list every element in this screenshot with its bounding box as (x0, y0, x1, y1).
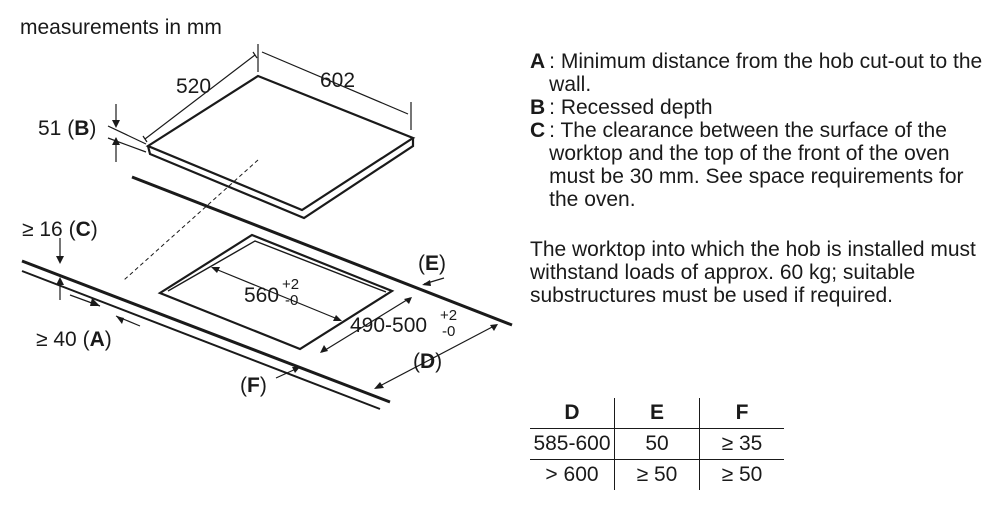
svg-text:(E): (E) (418, 252, 446, 275)
legend-item-b: B : Recessed depth (530, 96, 990, 119)
cutout-width-tol-plus: +2 (282, 276, 299, 293)
svg-text:(D): (D) (413, 350, 442, 373)
worktop (21, 159, 513, 410)
recess-letter: B (74, 117, 89, 140)
clearance-table: D E F 585-600 50 ≥ 35 > 600 ≥ 50 ≥ 50 (530, 398, 784, 490)
dimension-490-500: 490-500 +2 -0 (320, 297, 457, 353)
legend-text: : Minimum distance from the hob cut-out … (549, 50, 983, 96)
hob-illustration (145, 74, 416, 220)
worktop-front-edge (21, 259, 391, 404)
hob-top-surface (145, 74, 416, 212)
load-note: The worktop into which the hob is instal… (530, 238, 976, 307)
units-caption: measurements in mm (20, 16, 222, 39)
table-cell: ≥ 50 (699, 459, 784, 490)
label-f: F (247, 374, 260, 397)
svg-text:≥ 16 (C): ≥ 16 (C) (22, 218, 98, 241)
svg-text:560: 560 (244, 284, 279, 307)
worktop-front-lower-edge (21, 270, 381, 410)
legend-item-c: C : The clearance between the surface of… (530, 119, 990, 211)
legend-key: A (530, 50, 546, 73)
dimension-560: 560 +2 -0 (211, 267, 342, 321)
legend-key: B (530, 96, 546, 119)
dimension-recess: 51 (B) (38, 104, 147, 162)
table-header: E (614, 398, 700, 429)
svg-text:≥ 40 (A): ≥ 40 (A) (36, 328, 112, 351)
wall-letter: A (90, 328, 105, 351)
legend-text: : The clearance between the surface of t… (549, 119, 964, 211)
table-row: 585-600 50 ≥ 35 (530, 428, 784, 460)
svg-text:(F): (F) (240, 374, 267, 397)
dimension-wall-distance: ≥ 40 (A) (36, 294, 141, 351)
legend-item-a: A : Minimum distance from the hob cut-ou… (530, 50, 990, 96)
recess-value: 51 (38, 117, 61, 140)
table-cell: 50 (614, 428, 700, 460)
dimension-e: (E) (418, 252, 446, 286)
table-cell: 585-600 (530, 428, 615, 460)
legend-key: C (530, 119, 546, 142)
table-cell: ≥ 50 (614, 459, 700, 490)
dimension-clearance: ≥ 16 (C) (22, 218, 98, 300)
width-label: 602 (320, 69, 355, 92)
dimension-f: (F) (240, 367, 300, 397)
svg-text:490-500: 490-500 (350, 314, 427, 337)
cutout-depth-value: 490-500 (350, 314, 427, 337)
depth-label: 520 (176, 75, 211, 98)
label-e: E (425, 252, 439, 275)
clearance-letter: C (76, 218, 91, 241)
legend-text: : Recessed depth (549, 96, 713, 119)
hob-edge (146, 138, 415, 220)
table-row: > 600 ≥ 50 ≥ 50 (530, 459, 784, 490)
cutout-depth-tol-plus: +2 (440, 307, 457, 324)
svg-text:51 (B): 51 (B) (38, 117, 96, 140)
dimension-520: 520 (142, 44, 259, 143)
table-header: F (699, 398, 784, 429)
table-cell: ≥ 35 (699, 428, 784, 460)
table-header-row: D E F (530, 398, 784, 429)
table-cell: > 600 (545, 463, 599, 486)
worktop-back-edge (131, 175, 513, 327)
hob-cutout (157, 233, 395, 351)
clearance-value: ≥ 16 (22, 218, 63, 241)
cutout-depth-tol-minus: -0 (442, 323, 455, 340)
label-d: D (420, 350, 435, 373)
cutout-width-tol-minus: -0 (285, 292, 298, 309)
cutout-width-value: 560 (244, 284, 279, 307)
projection-line (123, 159, 259, 281)
cutout-outer (157, 233, 395, 351)
wall-value: ≥ 40 (36, 328, 77, 351)
table-header: D (530, 398, 615, 429)
dimension-d: (D) (374, 324, 498, 389)
dimension-602: 602 (261, 51, 412, 130)
cutout-inner (167, 240, 387, 293)
legend: A : Minimum distance from the hob cut-ou… (530, 50, 990, 211)
